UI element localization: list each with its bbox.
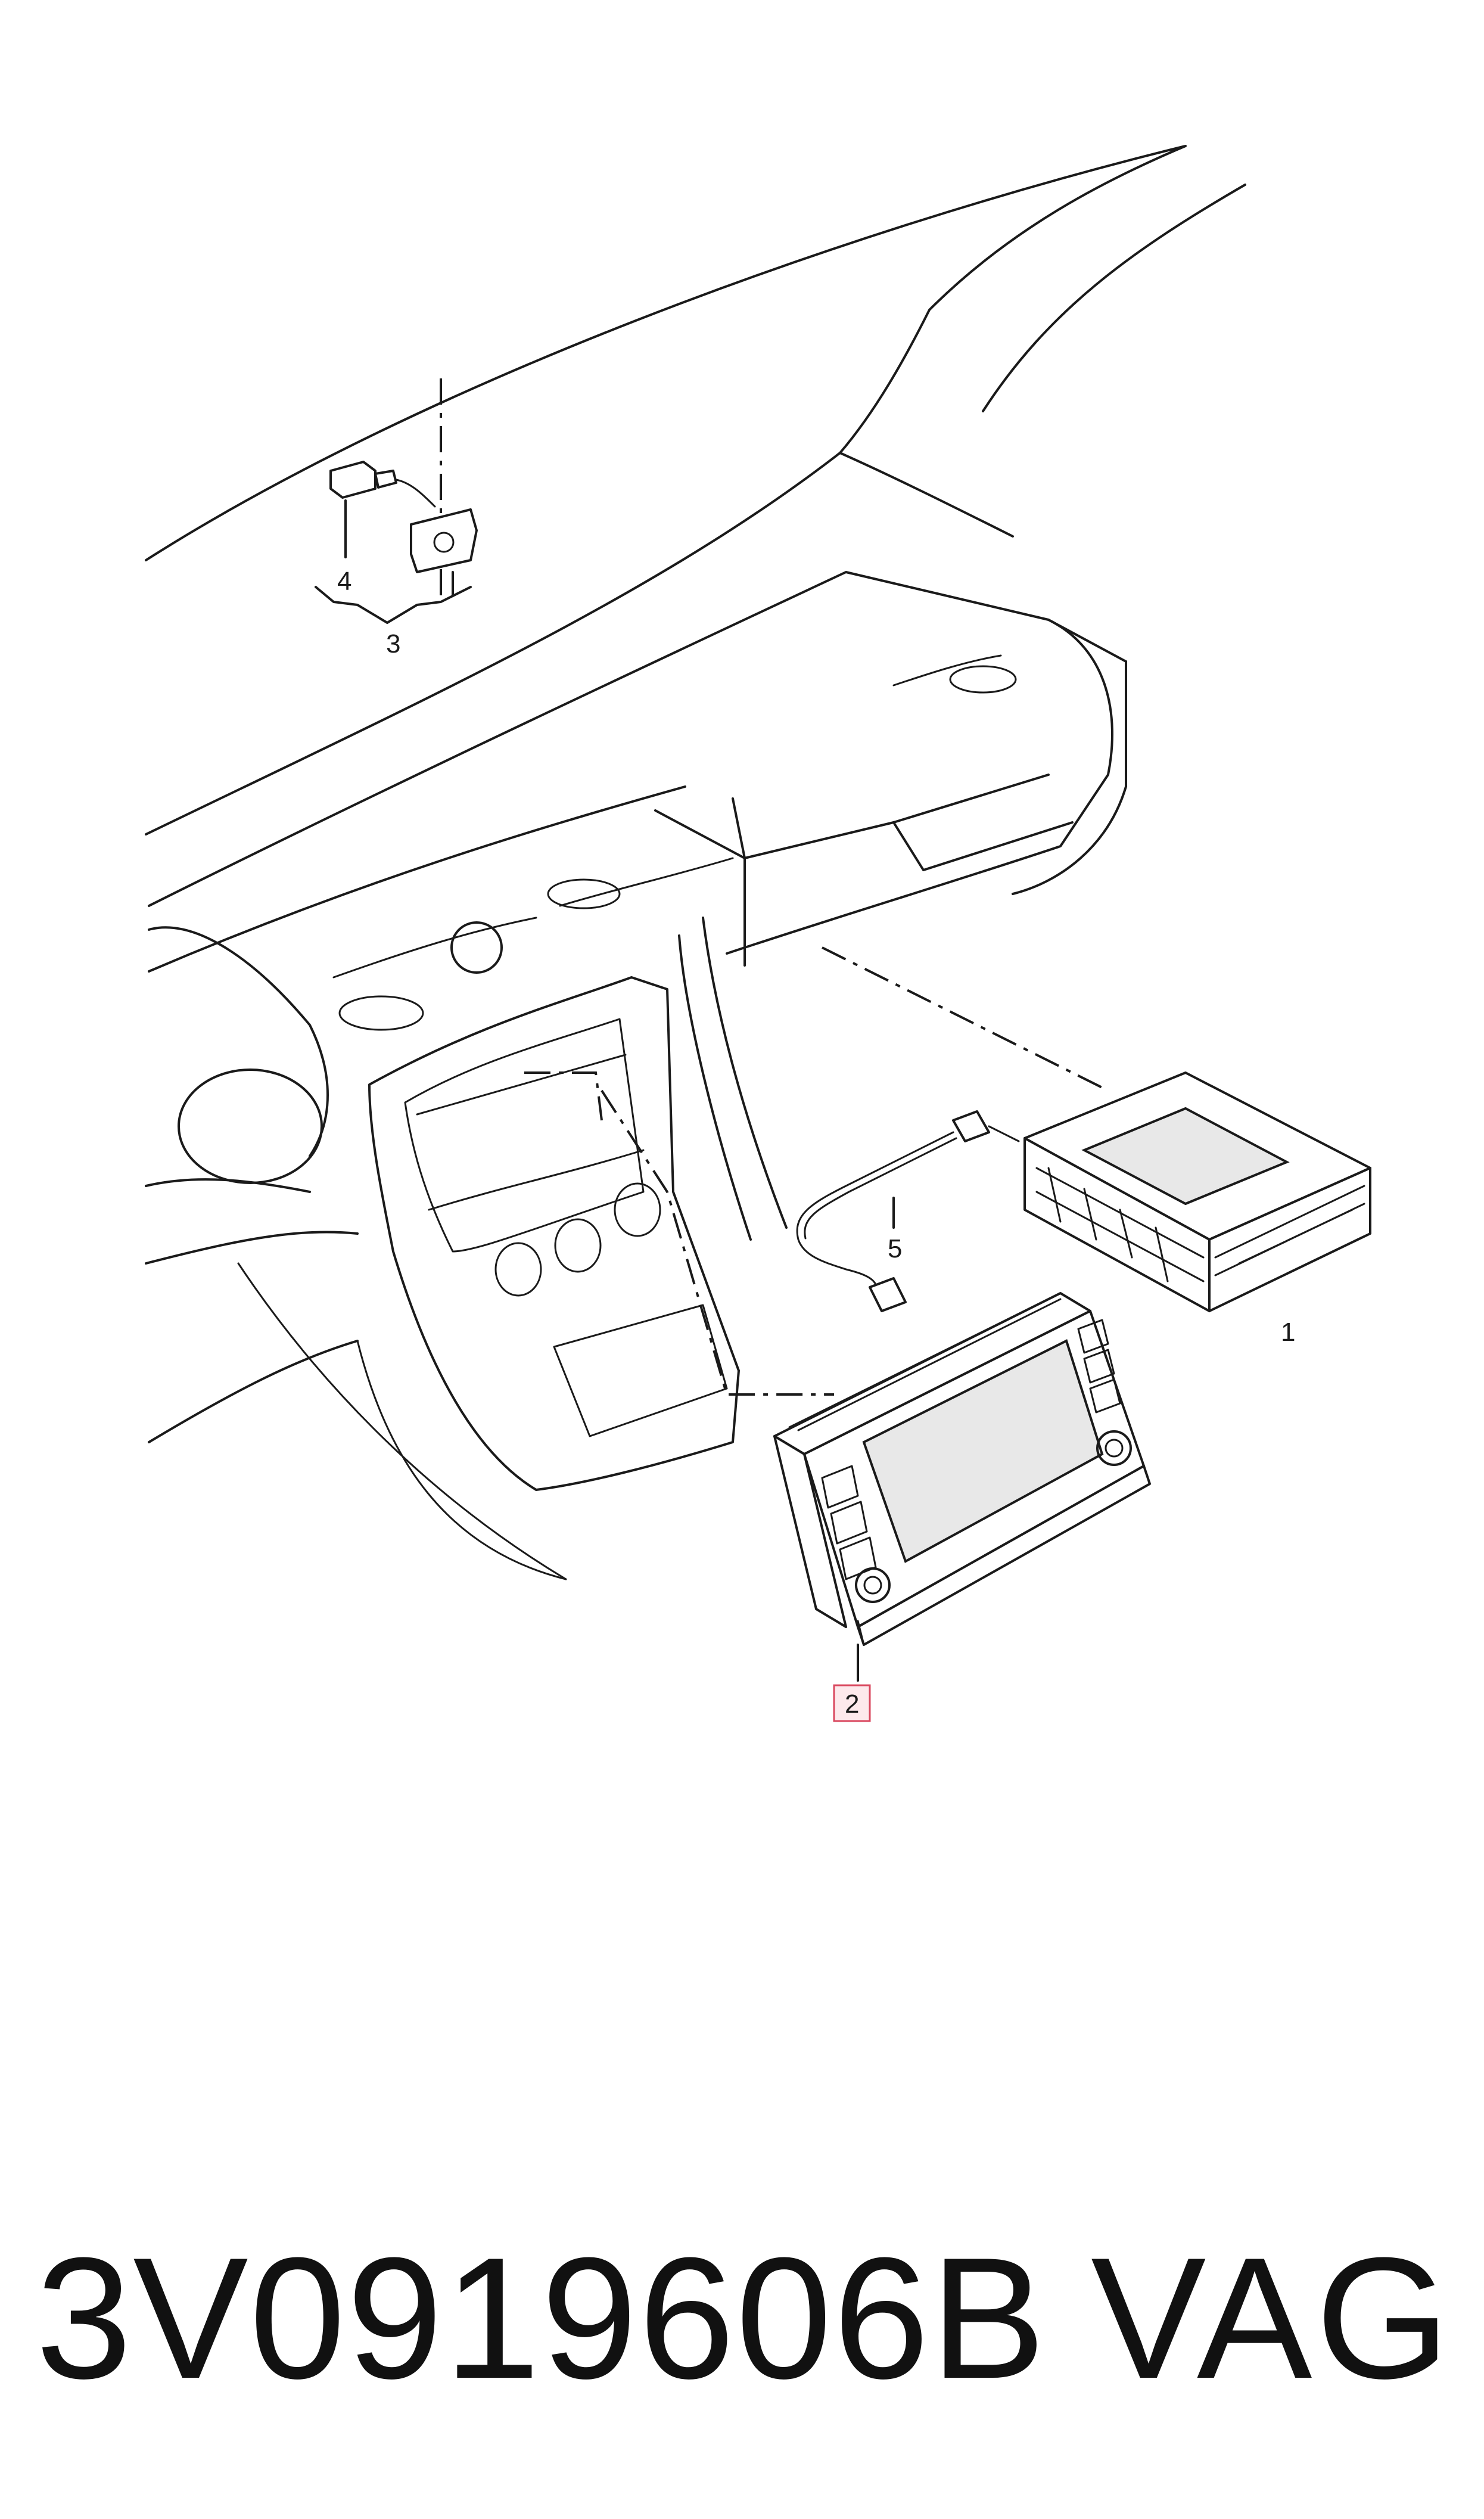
callout-1: 1: [1281, 1318, 1295, 1347]
footer: 3V0919606B VAG: [36, 2229, 1454, 2408]
display-unit: [773, 1292, 1151, 1682]
part-number: 3V0919606B: [36, 2222, 1047, 2415]
callout-2-highlight: [833, 1684, 871, 1722]
radio-unit: [1023, 1071, 1371, 1312]
antenna-cable: [796, 1110, 1020, 1312]
callout-4: 4: [337, 567, 351, 596]
callout-3: 3: [386, 629, 400, 659]
callout-2: 2: [845, 1689, 859, 1719]
callout-5: 5: [888, 1234, 902, 1263]
callouts: 1 2 3 4 5: [337, 567, 1295, 1722]
leader-lines: [440, 378, 1109, 1396]
brand-label: VAG: [1091, 2222, 1454, 2415]
dashboard-outline: [145, 145, 1246, 1580]
connector-assembly: [315, 461, 478, 624]
